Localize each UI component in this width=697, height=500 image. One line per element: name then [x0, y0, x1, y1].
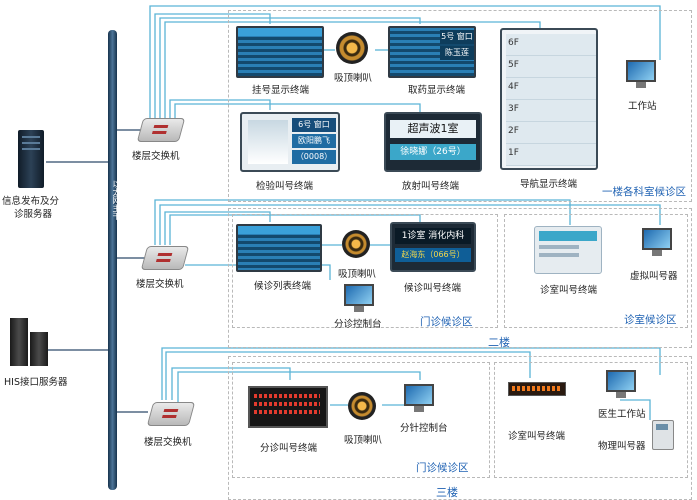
physical-caller-icon: [652, 420, 674, 450]
floor3-switch-label: 楼层交换机: [144, 437, 192, 448]
floor-list: 6F 5F 4F 3F 2F 1F: [508, 38, 528, 170]
ethernet-backbone: [108, 30, 117, 490]
clinic-call-led-bar: [508, 382, 566, 396]
pharmacy-display-label: 取药显示终端: [408, 85, 466, 96]
floor3-switch-icon: [146, 402, 196, 426]
triage-call-label: 分诊叫号终端: [260, 443, 318, 454]
queue-call-patient: 赵海东（066号）: [395, 248, 471, 262]
floor1-speaker-label: 吸顶喇叭: [334, 73, 373, 84]
register-display-screen: [236, 26, 324, 78]
clinic-call-terminal-icon: [534, 226, 602, 274]
floor1-switch-label: 楼层交换机: [132, 151, 180, 162]
floor-label: 2F: [508, 126, 519, 136]
floor2-waiting-region: [232, 214, 498, 328]
floor2-switch-label: 楼层交换机: [136, 279, 184, 290]
speaker-icon: [342, 230, 370, 258]
triage-console-label: 分诊控制台: [334, 319, 382, 330]
floor-label: 1F: [508, 148, 519, 158]
radiology-patient: 徐晓娜（26号）: [390, 144, 476, 160]
floor3-waiting-label: 门诊候诊区: [416, 462, 469, 474]
navigation-display-label: 导航显示终端: [520, 179, 578, 190]
floor1-region: [228, 10, 692, 202]
checkup-window: 6号 窗口: [292, 118, 336, 132]
floor3-clinic-region: [494, 362, 688, 478]
workstation-label: 工作站: [628, 101, 657, 112]
floor2-clinic-region: [504, 214, 688, 328]
floor2-region: [228, 208, 692, 348]
virtual-caller-label: 虚拟叫号器: [630, 271, 678, 282]
floor-label: 5F: [508, 60, 519, 70]
info-server-label-2: 诊服务器: [14, 209, 53, 220]
checkup-name: 欧阳鹏飞: [292, 134, 336, 148]
queue-list-screen: [236, 224, 322, 272]
queue-call-room: 1诊室 消化内科: [395, 228, 471, 244]
floor3-triage-console-icon: [404, 384, 434, 414]
workstation-icon: [626, 60, 656, 90]
navigation-display-screen: 6F 5F 4F 3F 2F 1F: [500, 28, 598, 170]
info-server-icon: [18, 130, 44, 188]
floor3-clinic-call-label: 诊室叫号终端: [508, 431, 566, 442]
physical-caller-label: 物理叫号器: [598, 441, 646, 452]
register-display-label: 挂号显示终端: [252, 85, 310, 96]
floor1-region-label: 一楼各科室候诊区: [602, 186, 686, 198]
queue-call-screen: 1诊室 消化内科 赵海东（066号）: [390, 222, 476, 272]
floor2-clinic-call-label: 诊室叫号终端: [540, 285, 598, 296]
floor2-clinic-label: 诊室候诊区: [624, 314, 677, 326]
doctor-workstation-label: 医生工作站: [598, 409, 646, 420]
pharmacy-display-screen: 5号 窗口 陈玉莲: [388, 26, 476, 78]
speaker-icon: [336, 32, 368, 64]
floor-label: 3F: [508, 104, 519, 114]
floor1-switch-icon: [136, 118, 186, 142]
floor-label: 6F: [508, 38, 519, 48]
speaker-icon: [348, 392, 376, 420]
queue-list-label: 候诊列表终端: [254, 281, 312, 292]
checkup-terminal-label: 检验叫号终端: [256, 181, 314, 192]
floor-label: 4F: [508, 82, 519, 92]
floor3-speaker-label: 吸顶喇叭: [344, 435, 383, 446]
checkup-number: （0008）: [292, 150, 336, 164]
floor3-label: 三楼: [436, 486, 458, 499]
backbone-label: 以太网主干: [112, 180, 121, 220]
triage-call-led-screen: [248, 386, 328, 428]
radiology-terminal-screen: 超声波1室 徐晓娜（26号）: [384, 112, 482, 172]
floor2-speaker-label: 吸顶喇叭: [338, 269, 377, 280]
floor3-waiting-region: [232, 362, 490, 478]
doctor-workstation-icon: [606, 370, 636, 400]
radiology-room: 超声波1室: [390, 120, 476, 138]
floor2-switch-icon: [140, 246, 190, 270]
checkup-terminal-screen: 6号 窗口 欧阳鹏飞 （0008）: [240, 112, 340, 172]
virtual-caller-icon: [642, 228, 672, 258]
pharmacy-name: 陈玉莲: [440, 46, 474, 60]
floor3-triage-console-label: 分针控制台: [400, 423, 448, 434]
radiology-terminal-label: 放射叫号终端: [402, 181, 460, 192]
pharmacy-window: 5号 窗口: [440, 30, 474, 44]
floor2-label: 二楼: [488, 336, 510, 349]
his-server-label: HIS接口服务器: [4, 377, 68, 388]
triage-console-icon: [344, 284, 374, 314]
floor2-waiting-label: 门诊候诊区: [420, 316, 473, 328]
info-server-label-1: 信息发布及分: [2, 196, 60, 207]
queue-call-label: 候诊叫号终端: [404, 283, 462, 294]
his-server-icon: [10, 318, 50, 368]
